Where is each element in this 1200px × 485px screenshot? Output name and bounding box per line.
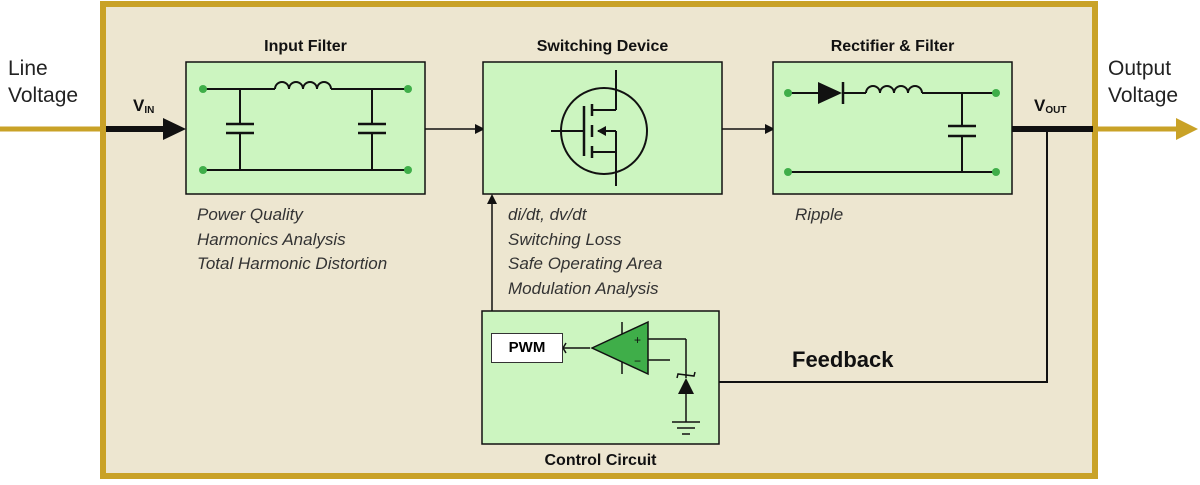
note-line: di/dt, dv/dt — [508, 205, 587, 224]
note-line: Total Harmonic Distortion — [197, 254, 388, 273]
feedback-label: Feedback — [792, 347, 894, 372]
line-voltage-word-1: Line — [8, 57, 48, 80]
vin-main: V — [133, 96, 145, 115]
vin-label: VIN — [133, 96, 154, 116]
note-line: Ripple — [795, 205, 844, 224]
rectifier-filter-block — [772, 61, 1013, 195]
output-voltage-arrowhead — [1176, 118, 1198, 140]
note-line: Safe Operating Area — [508, 254, 663, 273]
note-line: Switching Loss — [508, 229, 622, 249]
inductor-symbol — [865, 85, 923, 94]
switching-device-title: Switching Device — [536, 38, 669, 55]
vin-subscript: IN — [144, 105, 155, 116]
opamp-icon — [590, 320, 686, 376]
input-filter-notes: Power Quality Harmonics Analysis Total H… — [197, 203, 387, 277]
mosfet-icon — [551, 70, 648, 186]
vout-main: V — [1034, 96, 1046, 115]
rectifier-filter-title: Rectifier & Filter — [830, 38, 955, 55]
line-voltage-label: Line Voltage — [8, 55, 78, 109]
input-filter-block — [185, 61, 426, 195]
opamp-minus-sign: − — [634, 354, 641, 368]
switching-device-notes: di/dt, dv/dt Switching Loss Safe Operati… — [508, 203, 662, 301]
output-voltage-label: Output Voltage — [1108, 55, 1178, 109]
ground-icon — [672, 421, 700, 435]
output-voltage-word-1: Output — [1108, 57, 1172, 80]
control-circuit-block: + − — [481, 310, 720, 445]
vin-arrowhead — [163, 118, 186, 140]
output-voltage-word-2: Voltage — [1108, 84, 1179, 107]
switching-device-block — [482, 61, 723, 195]
vout-label: VOUT — [1034, 96, 1066, 116]
control-circuit-title: Control Circuit — [544, 452, 657, 469]
pwm-box: PWM — [491, 333, 563, 363]
rectifier-filter-notes: Ripple — [795, 203, 843, 228]
line-voltage-word-2: Voltage — [8, 84, 79, 107]
inductor-symbol — [274, 81, 332, 90]
zener-diode-icon — [676, 371, 696, 394]
input-filter-title: Input Filter — [264, 38, 347, 55]
note-line: Modulation Analysis — [508, 278, 659, 298]
note-line: Power Quality — [197, 205, 303, 224]
opamp-plus-sign: + — [634, 333, 641, 347]
feedback-line — [686, 129, 1048, 383]
note-line: Harmonics Analysis — [197, 229, 346, 249]
vout-subscript: OUT — [1045, 105, 1067, 116]
